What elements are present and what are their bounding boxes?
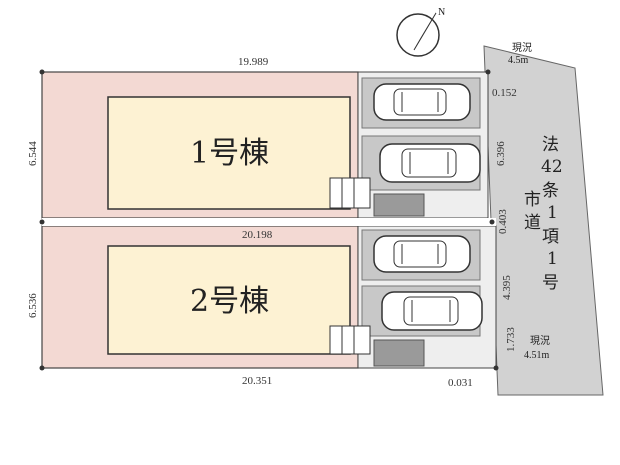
boundary-marker	[39, 219, 45, 225]
road-current-width-top: 4.5m	[508, 55, 529, 66]
boundary-marker	[493, 365, 499, 371]
car	[379, 143, 481, 183]
compass: N	[396, 7, 445, 57]
dim-right-5: 1.733	[505, 327, 517, 352]
dim-right-1: 0.152	[492, 87, 517, 99]
lot-gap	[42, 218, 496, 226]
road-char: 1	[547, 203, 558, 223]
dim-right-4: 4.395	[501, 275, 513, 300]
boundary-marker	[489, 219, 495, 225]
dim-right-3: 0.403	[497, 209, 509, 234]
road-sub-char: 道	[524, 213, 541, 233]
paved-walkway	[373, 339, 425, 367]
road-char: 法	[542, 135, 559, 155]
compass-circle	[396, 13, 440, 57]
road-char: 42	[541, 157, 563, 177]
road-char: 項	[542, 227, 559, 247]
entrance-steps-1	[329, 177, 371, 209]
road-sub-char: 市	[524, 190, 541, 210]
road-current-label-bottom: 現況	[530, 335, 550, 347]
road-char: 1	[547, 249, 558, 269]
entrance-steps-2	[329, 325, 371, 355]
north-arrow-icon	[413, 12, 437, 51]
paved-walkway	[373, 193, 425, 217]
boundary-marker	[39, 69, 45, 75]
building-2	[107, 245, 351, 355]
building-1-label: 1号棟	[190, 136, 269, 171]
road-classification: 法 42 条 1 項 1 号 市 道	[524, 135, 563, 293]
road-current-width-bottom: 4.51m	[524, 350, 550, 361]
road-char: 号	[542, 273, 559, 293]
road-current-label-top: 現況	[512, 42, 532, 54]
lot-2-left-depth: 6.536	[27, 293, 39, 318]
lot-1-top-width: 19.989	[238, 56, 269, 68]
car	[381, 291, 483, 331]
lot-2-bottom-width: 20.351	[242, 375, 272, 387]
car	[373, 235, 471, 273]
road-char: 条	[542, 181, 559, 201]
car	[373, 83, 471, 121]
boundary-marker	[39, 365, 45, 371]
dim-right-2: 6.396	[495, 141, 507, 166]
dim-right-6: 0.031	[448, 377, 473, 389]
north-label: N	[438, 7, 445, 18]
lot-1-left-depth: 6.544	[27, 141, 39, 166]
boundary-marker	[485, 69, 491, 75]
lot-2-top-width: 20.198	[242, 229, 273, 241]
building-2-label: 2号棟	[190, 284, 269, 319]
building-1	[107, 96, 351, 210]
